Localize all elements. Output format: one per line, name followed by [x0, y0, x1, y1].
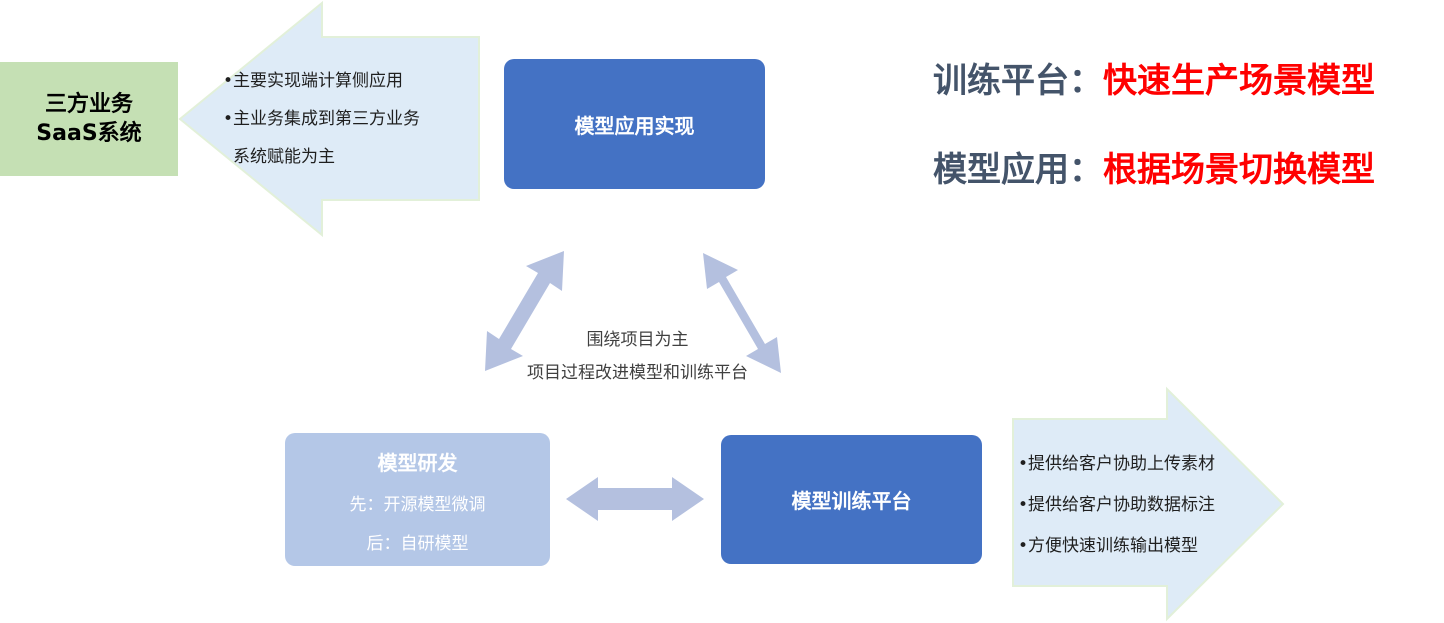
- model-development-box: 模型研发 先：开源模型微调 后：自研模型: [285, 433, 550, 566]
- right-bullet-1: •提供给客户协助上传素材: [1018, 454, 1216, 474]
- double-arrow-left-diagonal: [485, 251, 564, 371]
- headline-application-value: 根据场景切换模型: [1103, 150, 1375, 190]
- center-caption-line2: 项目过程改进模型和训练平台: [527, 363, 748, 383]
- right-arrow-text: •提供给客户协助上传素材 •提供给客户协助数据标注 •方便快速训练输出模型: [1018, 444, 1215, 567]
- headline-application-key: 模型应用：: [933, 150, 1103, 190]
- right-bullet-2: •提供给客户协助数据标注: [1018, 495, 1216, 515]
- left-arrow-shape: [178, 0, 480, 238]
- headline-application: 模型应用：根据场景切换模型: [933, 142, 1375, 191]
- model-development-line1: 先：开源模型微调: [349, 495, 486, 515]
- center-caption: 围绕项目为主 项目过程改进模型和训练平台: [480, 324, 795, 390]
- left-bullet-2: •主业务集成到第三方业务: [223, 109, 421, 129]
- saas-line2: SaaS系统: [36, 121, 142, 146]
- saas-line1: 三方业务: [44, 92, 133, 117]
- right-arrow-shape: [1012, 386, 1285, 622]
- saas-system-box: 三方业务 SaaS系统: [0, 62, 178, 176]
- left-bullet-1: •主要实现端计算侧应用: [223, 71, 404, 91]
- headline-training: 训练平台：快速生产场景模型: [933, 53, 1375, 102]
- training-platform-box: 模型训练平台: [721, 435, 982, 564]
- model-development-line2: 后：自研模型: [366, 534, 469, 554]
- model-application-label: 模型应用实现: [574, 113, 695, 138]
- model-application-box: 模型应用实现: [504, 59, 765, 189]
- left-arrow-text: •主要实现端计算侧应用 •主业务集成到第三方业务 系统赋能为主: [223, 62, 420, 176]
- right-bullet-3: •方便快速训练输出模型: [1018, 536, 1199, 556]
- double-arrow-horizontal: [566, 477, 704, 521]
- left-bullet-2-cont: 系统赋能为主: [233, 147, 335, 167]
- training-platform-label: 模型训练平台: [791, 489, 912, 513]
- double-arrow-right-diagonal: [703, 253, 781, 373]
- center-caption-line1: 围绕项目为主: [586, 330, 689, 350]
- headline-training-value: 快速生产场景模型: [1103, 61, 1375, 101]
- model-development-title: 模型研发: [377, 451, 458, 475]
- headline-training-key: 训练平台：: [933, 61, 1103, 101]
